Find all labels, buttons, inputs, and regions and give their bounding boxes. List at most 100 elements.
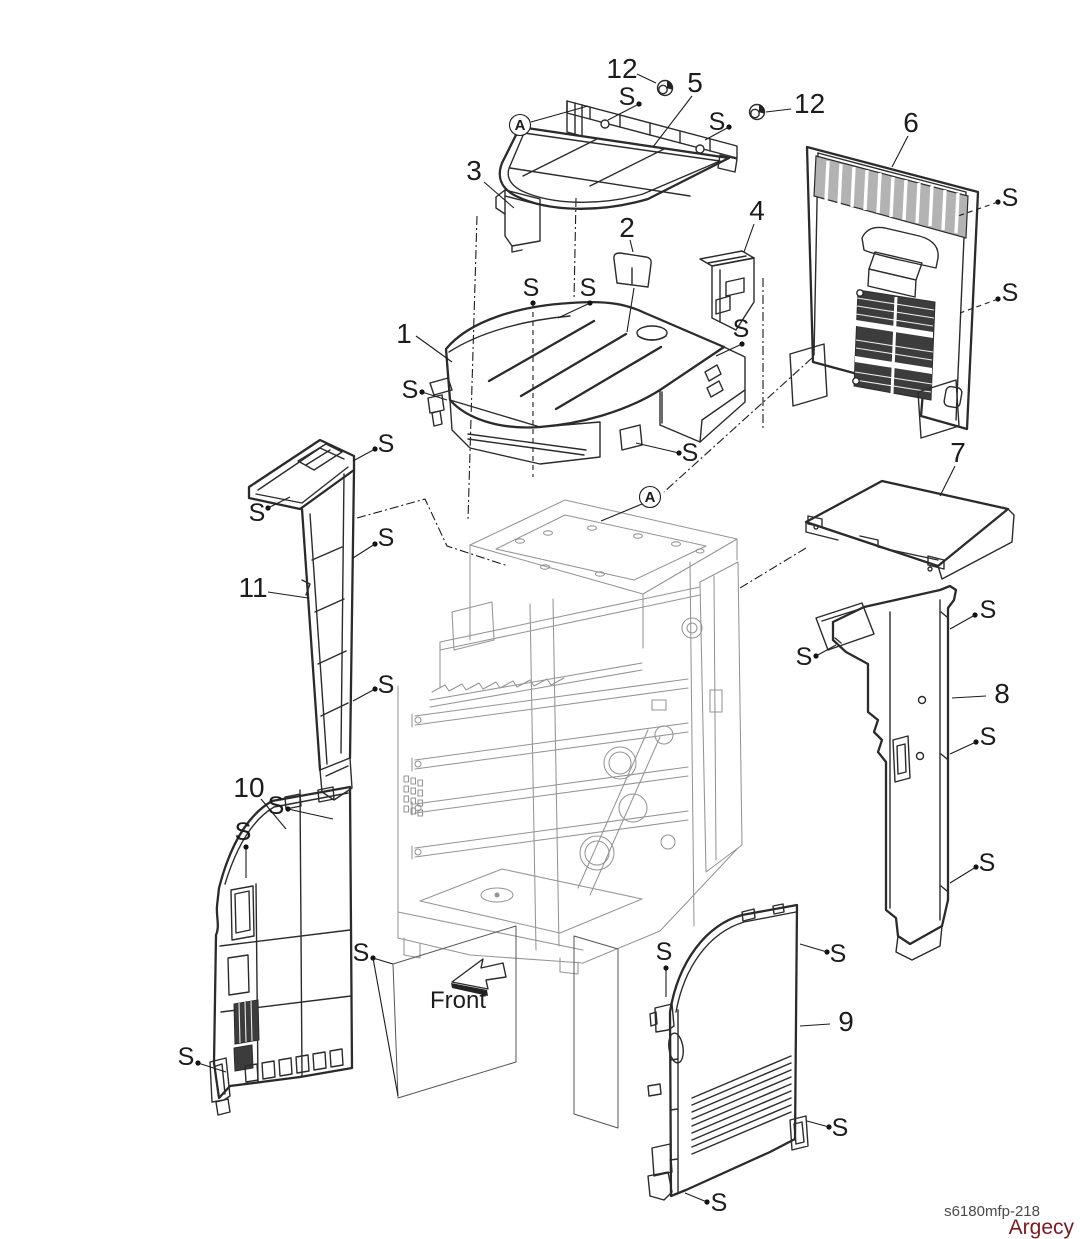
screw-markers: S S S S S S S S S S S S S S S S S S S S … bbox=[178, 83, 1019, 1217]
screw-marker: S bbox=[249, 496, 291, 527]
screw-marker: S bbox=[402, 376, 448, 404]
screw-marker: S bbox=[704, 108, 732, 141]
printer-chassis-drawing bbox=[397, 499, 743, 975]
screw-marker: S bbox=[352, 524, 395, 559]
svg-text:S: S bbox=[733, 315, 750, 343]
screw-marker: S bbox=[949, 596, 996, 630]
callout-part-6: 6 bbox=[891, 107, 919, 168]
svg-text:S: S bbox=[980, 723, 997, 751]
alignment-lines bbox=[356, 197, 813, 589]
callout-part-9: 9 bbox=[799, 1006, 854, 1037]
screw-marker: S bbox=[352, 430, 395, 462]
callout-part-10: 10 bbox=[233, 772, 287, 830]
part-4-bracket-cover-drawing bbox=[699, 250, 755, 331]
svg-text:10: 10 bbox=[233, 772, 264, 803]
part-5-exit-tray-drawing bbox=[498, 100, 738, 210]
screw-marker: S bbox=[796, 643, 837, 671]
svg-text:11: 11 bbox=[238, 572, 267, 603]
callout-part-2: 2 bbox=[619, 212, 635, 253]
detail-a-label: A bbox=[515, 117, 526, 134]
front-label: Front bbox=[430, 987, 486, 1014]
screw-marker: S bbox=[353, 939, 399, 1097]
svg-text:S: S bbox=[378, 430, 395, 458]
svg-text:S: S bbox=[830, 940, 847, 968]
callout-part-3: 3 bbox=[466, 155, 515, 209]
svg-text:S: S bbox=[378, 524, 395, 552]
screw-marker: S bbox=[715, 315, 750, 357]
part-3-corner-cover-drawing bbox=[495, 189, 541, 253]
callout-part-4: 4 bbox=[743, 195, 765, 253]
svg-text:1: 1 bbox=[396, 318, 412, 349]
svg-text:S: S bbox=[235, 818, 252, 846]
part-6-side-cover-drawing bbox=[789, 145, 980, 439]
screw-marker: S bbox=[799, 940, 847, 968]
part-1-top-cover-drawing bbox=[427, 300, 746, 465]
callout-part-11: 11 bbox=[238, 572, 309, 603]
part-11-post-cover-drawing bbox=[247, 438, 356, 801]
part-8-rear-corner-cover-drawing bbox=[815, 584, 958, 961]
screw-marker: S bbox=[957, 184, 1018, 217]
svg-text:9: 9 bbox=[838, 1006, 854, 1037]
screw-marker: S bbox=[607, 83, 642, 121]
front-arrow-icon bbox=[451, 958, 507, 990]
callout-part-1: 1 bbox=[396, 318, 453, 363]
svg-text:S: S bbox=[378, 671, 395, 699]
svg-text:S: S bbox=[178, 1043, 195, 1071]
part-7-rear-top-plate-drawing bbox=[804, 479, 1015, 580]
detail-a-label: A bbox=[645, 489, 656, 506]
svg-text:S: S bbox=[249, 499, 266, 527]
svg-text:5: 5 bbox=[687, 67, 703, 98]
footer: s6180mfp-218 Argecy bbox=[944, 1203, 1074, 1239]
svg-text:4: 4 bbox=[749, 195, 765, 226]
screw-marker: S bbox=[959, 279, 1019, 314]
screw-marker: S bbox=[268, 792, 334, 820]
svg-text:3: 3 bbox=[466, 155, 482, 186]
svg-text:S: S bbox=[1002, 279, 1019, 307]
screw-marker: S bbox=[949, 723, 997, 755]
phantom-sheet-left bbox=[392, 925, 517, 1099]
svg-text:S: S bbox=[682, 439, 699, 467]
screw-marker: S bbox=[806, 1114, 849, 1142]
svg-text:S: S bbox=[353, 939, 370, 967]
screw-marker: S bbox=[635, 439, 699, 467]
detail-marker-a-top: A bbox=[508, 105, 589, 137]
part-callouts: 1 2 3 4 5 6 7 8 9 10 11 12 12 bbox=[233, 53, 1009, 1037]
svg-text:S: S bbox=[656, 938, 673, 966]
detail-marker-a-frame: A bbox=[600, 485, 662, 522]
part-10-lower-cover-drawing bbox=[209, 785, 354, 1116]
screw-marker: S bbox=[352, 671, 395, 702]
svg-text:12: 12 bbox=[794, 88, 825, 119]
screw-marker: S bbox=[235, 818, 252, 878]
svg-text:12: 12 bbox=[606, 53, 637, 84]
callout-part-12-right: 12 bbox=[765, 88, 825, 119]
part-12-screws-drawing bbox=[656, 79, 766, 121]
screw-marker: S bbox=[684, 1189, 727, 1217]
figure-code: s6180mfp-218 bbox=[944, 1203, 1040, 1220]
svg-text:S: S bbox=[580, 274, 597, 302]
front-arrow-shadow bbox=[451, 983, 488, 996]
svg-text:S: S bbox=[619, 83, 636, 111]
part-9-rear-door-drawing bbox=[647, 903, 809, 1201]
svg-text:2: 2 bbox=[619, 212, 635, 243]
callout-part-7: 7 bbox=[939, 437, 966, 497]
svg-text:S: S bbox=[268, 792, 285, 820]
watermark: Argecy bbox=[1009, 1216, 1075, 1239]
svg-text:S: S bbox=[523, 274, 540, 302]
front-indicator: Front bbox=[430, 958, 507, 1014]
svg-text:S: S bbox=[832, 1114, 849, 1142]
svg-text:7: 7 bbox=[950, 437, 966, 468]
screw-marker: S bbox=[523, 274, 540, 477]
svg-text:S: S bbox=[402, 376, 419, 404]
screw-marker: S bbox=[949, 849, 996, 884]
callout-part-5: 5 bbox=[652, 67, 703, 148]
svg-text:S: S bbox=[709, 108, 726, 136]
callout-part-12-left: 12 bbox=[606, 53, 657, 84]
part-2-cap-drawing bbox=[613, 252, 652, 288]
screw-marker: S bbox=[656, 938, 673, 997]
callout-part-8: 8 bbox=[951, 678, 1010, 709]
screw-marker: S bbox=[557, 274, 597, 319]
svg-text:S: S bbox=[796, 643, 813, 671]
svg-text:S: S bbox=[979, 849, 996, 877]
